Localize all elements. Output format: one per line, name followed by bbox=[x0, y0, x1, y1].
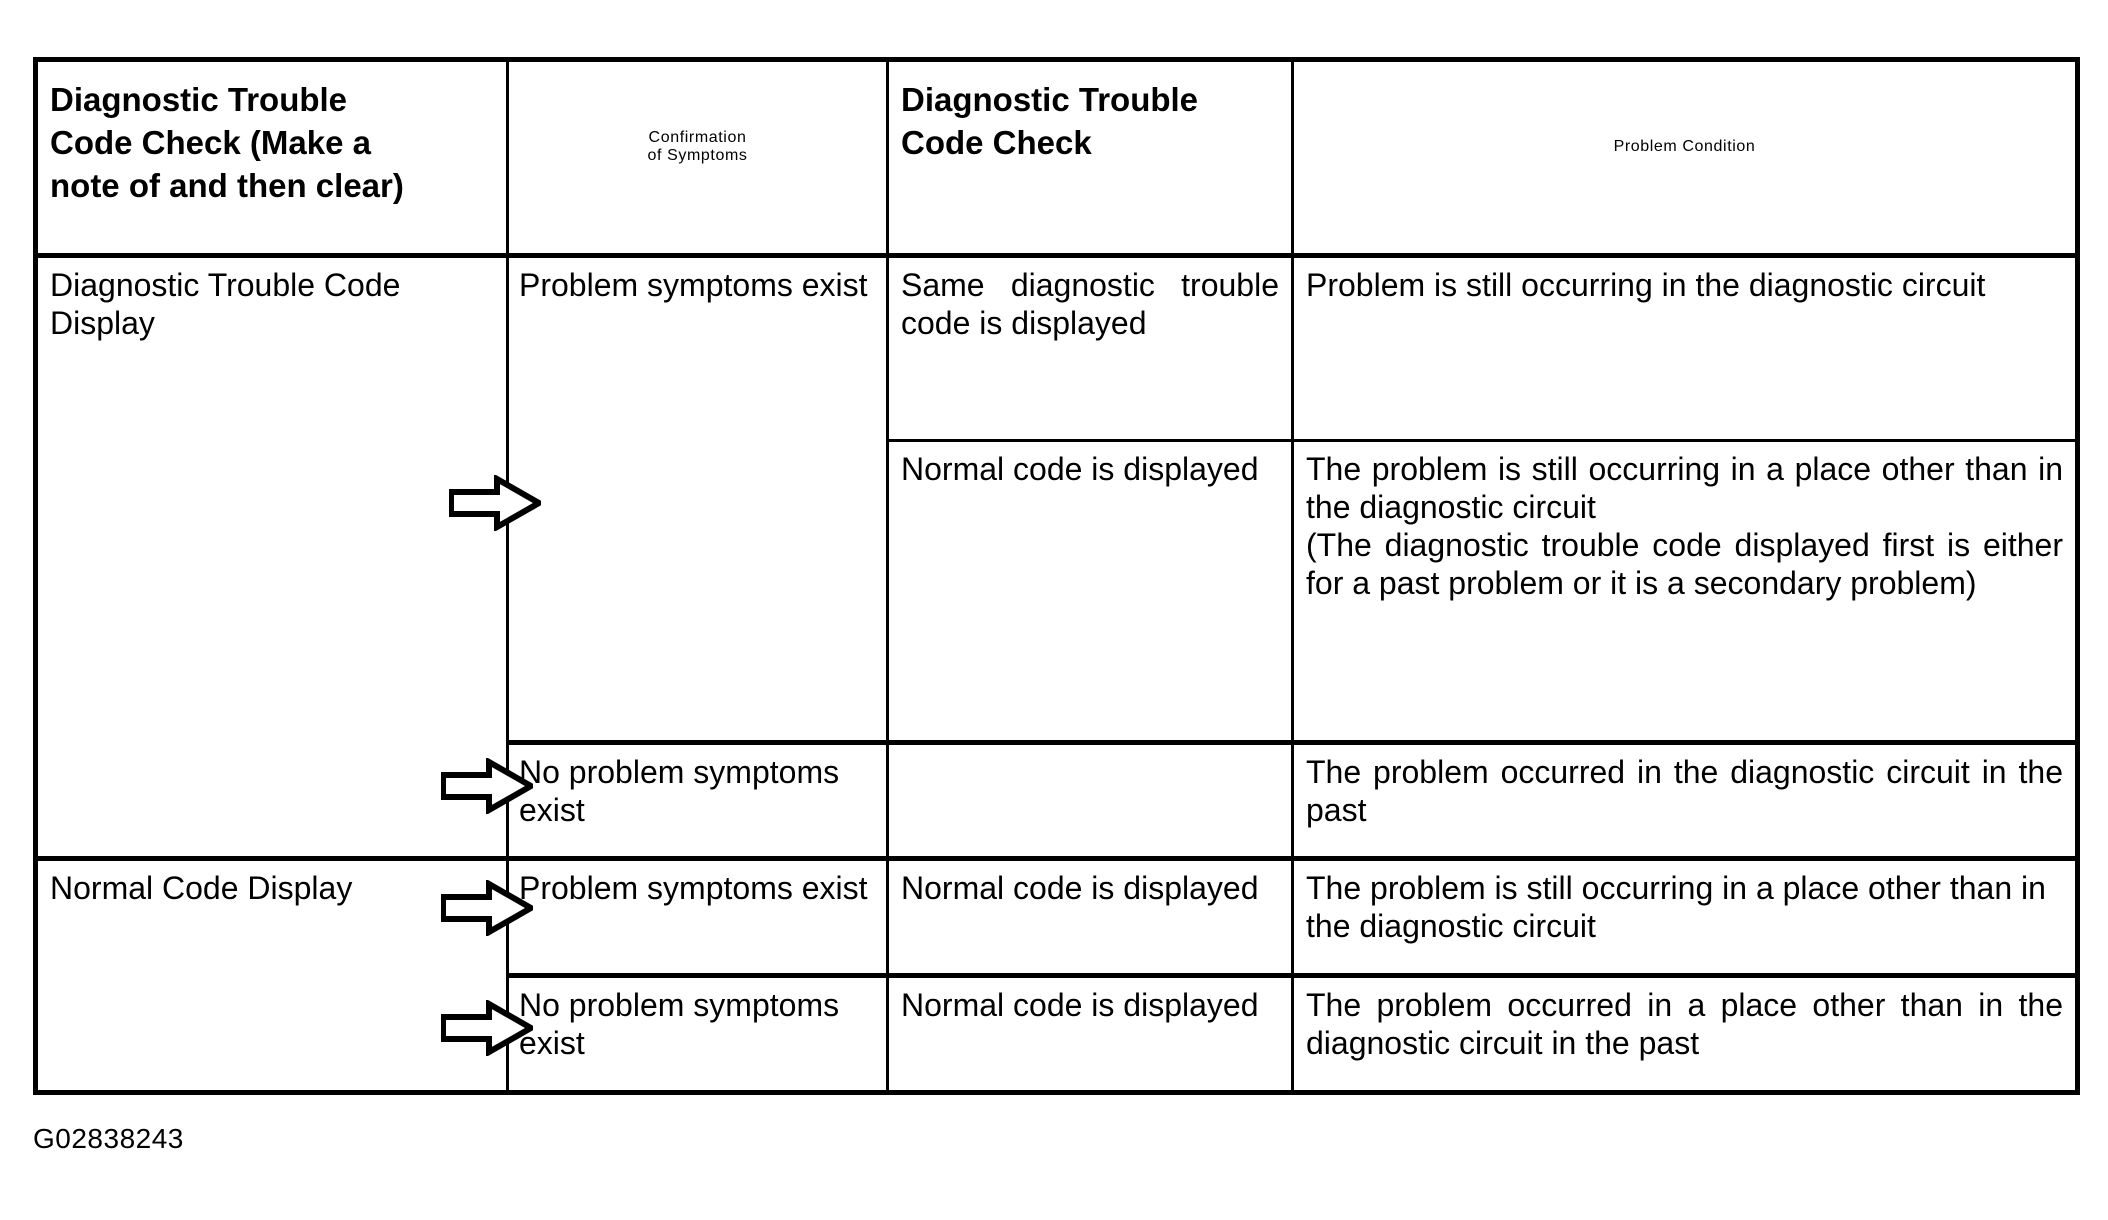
cell-text-block: The problem is still occurring in a plac… bbox=[1294, 442, 2075, 610]
table-row: Diagnostic Trouble Code Display Problem … bbox=[34, 253, 2079, 861]
figure-caption: G02838243 bbox=[33, 1123, 184, 1154]
header-text-confirmation-of-symptoms: Confirmation of Symptoms bbox=[509, 62, 886, 232]
table-row: No problem symptoms exist Normal code is… bbox=[36, 973, 2079, 1094]
cell-text: Problem symptoms exist bbox=[519, 870, 868, 907]
cell-second-check-normal-code-2: Normal code is displayed bbox=[886, 856, 1294, 978]
cell-text: The problem occurred in the diagnostic c… bbox=[1306, 753, 2063, 828]
cell-text: Problem is still occurring in the diagno… bbox=[1306, 266, 1986, 303]
cell-note-text: (The diagnostic trouble code displayed f… bbox=[1306, 527, 2063, 602]
diagnostic-trouble-code-table: Diagnostic Trouble Code Check (Make a no… bbox=[33, 57, 2080, 1095]
header-cell-confirmation-of-symptoms: Confirmation of Symptoms bbox=[506, 58, 889, 258]
header-cell-problem-condition: Problem Condition bbox=[1291, 58, 2079, 258]
cell-text: No problem symptoms exist bbox=[519, 753, 840, 828]
cell-second-check-normal-code: Normal code is displayed bbox=[886, 439, 1294, 744]
header-line: note of and then clear) bbox=[50, 167, 404, 204]
cell-dtc-check-diagnostic-trouble-code-display: Diagnostic Trouble Code Display bbox=[34, 253, 509, 861]
header-line: Diagnostic Trouble bbox=[50, 81, 348, 118]
table-row: No problem symptoms exist The problem oc… bbox=[36, 739, 2079, 861]
cell-problem-condition-occurred-diagnostic-past: The problem occurred in the diagnostic c… bbox=[1291, 739, 2079, 861]
table-header-row: Diagnostic Trouble Code Check (Make a no… bbox=[34, 58, 2079, 258]
cell-dtc-check-normal-code-display: Normal Code Display bbox=[34, 856, 509, 1094]
cell-problem-condition-other-than-diagnostic-2: The problem is still occurring in a plac… bbox=[1291, 856, 2079, 978]
cell-confirmation-no-problem-symptoms-exist: No problem symptoms exist bbox=[506, 739, 889, 861]
cell-text: Normal code is displayed bbox=[901, 870, 1259, 907]
header-line: of Symptoms bbox=[647, 147, 748, 164]
cell-second-check-empty bbox=[886, 739, 1294, 861]
cell-text: The problem is still occurring in a plac… bbox=[1306, 451, 2063, 526]
header-text-dtc-check: Diagnostic Trouble Code Check bbox=[889, 62, 1291, 164]
cell-text: The problem is still occurring in a plac… bbox=[1306, 870, 2046, 945]
cell-text bbox=[889, 745, 1291, 761]
cell-text: Problem symptoms exist bbox=[519, 266, 868, 303]
header-line: Code Check (Make a bbox=[50, 124, 371, 161]
header-cell-dtc-check-clear: Diagnostic Trouble Code Check (Make a no… bbox=[34, 58, 509, 258]
cell-problem-condition-still-occurring-diagnostic: Problem is still occurring in the diagno… bbox=[1291, 253, 2079, 443]
header-line: Confirmation bbox=[648, 129, 747, 146]
cell-second-check-normal-code-3: Normal code is displayed bbox=[886, 973, 1294, 1094]
table-row: Normal code is displayed The problem is … bbox=[36, 439, 2079, 744]
cell-text: Normal code is displayed bbox=[901, 987, 1259, 1024]
cell-problem-condition-other-than-diagnostic: The problem is still occurring in a plac… bbox=[1291, 439, 2079, 744]
cell-problem-condition-occurred-other-place-past: The problem occurred in a place other th… bbox=[1291, 973, 2079, 1094]
header-text-problem-condition: Problem Condition bbox=[1294, 62, 2075, 232]
header-text-dtc-check-clear: Diagnostic Trouble Code Check (Make a no… bbox=[38, 62, 506, 207]
header-line: Diagnostic Trouble bbox=[901, 81, 1199, 118]
header-line: Problem Condition bbox=[1613, 138, 1756, 155]
cell-confirmation-problem-symptoms-exist-2: Problem symptoms exist bbox=[506, 856, 889, 978]
cell-text: The problem occurred in a place other th… bbox=[1306, 987, 2063, 1062]
cell-confirmation-problem-symptoms-exist: Problem symptoms exist bbox=[506, 253, 889, 744]
cell-text: Same diagnostic trouble code is displaye… bbox=[901, 266, 1279, 341]
header-line: Code Check bbox=[901, 124, 1092, 161]
cell-second-check-same-code: Same diagnostic trouble code is displaye… bbox=[886, 253, 1294, 443]
cell-confirmation-no-problem-symptoms-exist-2: No problem symptoms exist bbox=[506, 973, 889, 1094]
cell-text: Normal Code Display bbox=[50, 870, 353, 907]
cell-text: No problem symptoms exist bbox=[519, 987, 840, 1062]
cell-text: Diagnostic Trouble Code Display bbox=[50, 266, 401, 341]
header-cell-dtc-check: Diagnostic Trouble Code Check bbox=[886, 58, 1294, 258]
table-row: Normal Code Display Problem symptoms exi… bbox=[34, 856, 2079, 1094]
cell-text: Normal code is displayed bbox=[901, 451, 1259, 488]
